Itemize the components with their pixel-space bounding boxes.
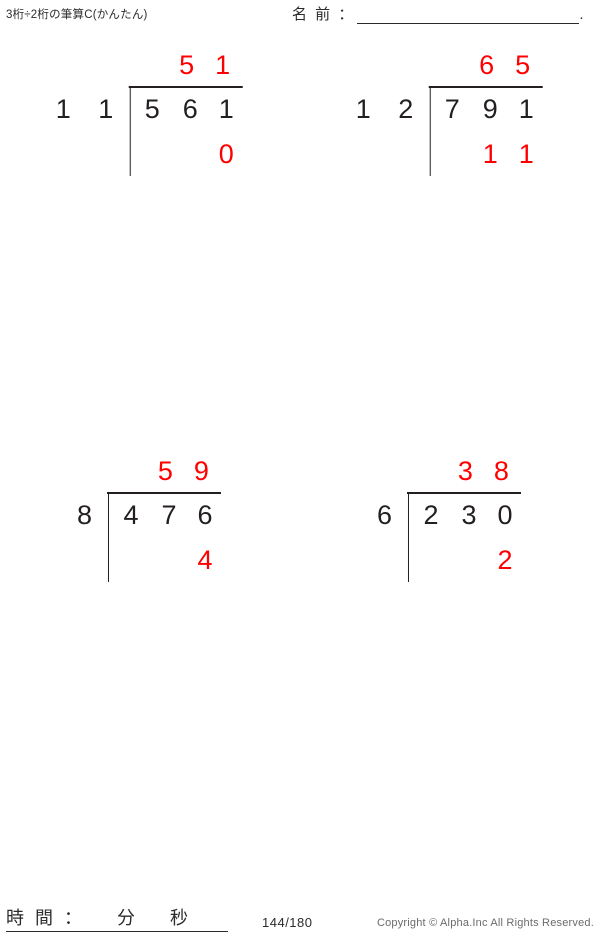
remainder-digit[interactable]: 2 [497,545,513,575]
remainder-row-2: 1 1 [432,132,544,176]
dividend-digit: 6 [197,500,213,530]
remainder-digit[interactable]: 1 [518,139,534,169]
quotient-digit[interactable]: 9 [193,456,209,486]
quotient-digit[interactable]: 3 [457,456,473,486]
remainder-digit[interactable] [172,132,208,176]
page-number: 144/180 [262,915,313,930]
quotient-digit[interactable]: 6 [479,50,495,80]
dividend-digit: 5 [144,94,160,124]
dividend-digit: 7 [161,500,177,530]
problems-grid: 1 1 5 1 5 6 1 0 [0,50,600,868]
problem-4: 6 3 8 2 3 0 2 [300,456,600,592]
long-division-figure: 8 5 9 4 7 6 4 [76,456,223,582]
quotient-digit[interactable]: 5 [515,50,531,80]
quotient-row-1: 5 1 [129,44,241,86]
remainder-row-4: 2 [411,538,523,582]
name-input-line[interactable] [357,7,580,24]
dividend-digit: 2 [423,500,439,530]
problem-3: 8 5 9 4 7 6 4 [0,456,300,592]
remainder-digit[interactable] [151,538,187,582]
name-field-period: . [579,6,584,23]
time-field[interactable]: 時 間 ： 分 秒 [6,904,228,932]
remainder-digit[interactable] [111,538,151,582]
division-bracket-3: 5 9 4 7 6 4 [107,456,223,582]
dividend-digit: 4 [123,500,139,530]
divisor-1: 1 1 [55,94,124,124]
quotient-digit[interactable] [407,450,447,492]
divisor-2: 1 2 [355,94,424,124]
dividend-digit: 0 [497,500,513,530]
remainder-digit[interactable] [451,538,487,582]
dividend-digit: 9 [482,94,498,124]
quotient-digit[interactable] [129,44,169,86]
problem-row-1: 1 1 5 1 5 6 1 0 [0,50,600,462]
quotient-row-4: 3 8 [407,450,519,492]
long-division-figure: 6 3 8 2 3 0 2 [376,456,523,582]
quotient-digit[interactable]: 1 [215,50,231,80]
divisor-3: 8 [76,500,103,530]
remainder-digit[interactable]: 0 [218,139,234,169]
problem-2: 1 2 6 5 7 9 1 1 1 [300,50,600,186]
dividend-row-3: 4 7 6 [111,492,223,538]
problem-row-2: 8 5 9 4 7 6 4 [0,456,600,868]
remainder-row-3: 4 [111,538,223,582]
name-field-block: 名 前 ： . [292,6,584,24]
problem-1: 1 1 5 1 5 6 1 0 [0,50,300,186]
dividend-digit: 1 [518,94,534,124]
sheet-header: 3桁÷2桁の筆算C(かんたん) 名 前 ： . [0,0,600,40]
dividend-digit: 1 [218,94,234,124]
remainder-digit[interactable]: 4 [197,545,213,575]
dividend-digit: 7 [444,94,460,124]
copyright-notice: Copyright © Alpha.Inc All Rights Reserve… [376,917,594,929]
quotient-digit[interactable] [107,450,147,492]
remainder-digit[interactable] [132,132,172,176]
remainder-digit[interactable] [432,132,472,176]
dividend-digit: 6 [182,94,198,124]
remainder-digit[interactable]: 1 [482,139,498,169]
quotient-digit[interactable]: 5 [157,456,173,486]
dividend-row-1: 5 6 1 [132,86,244,132]
division-bracket-2: 6 5 7 9 1 1 1 [428,50,544,176]
remainder-digit[interactable] [411,538,451,582]
dividend-row-4: 2 3 0 [411,492,523,538]
dividend-digit: 3 [461,500,477,530]
dividend-row-2: 7 9 1 [432,86,544,132]
page-title: 3桁÷2桁の筆算C(かんたん) [6,9,148,21]
quotient-digit[interactable]: 8 [493,456,509,486]
quotient-row-3: 5 9 [107,450,219,492]
divisor-4: 6 [376,500,403,530]
name-field-label: 名 前 ： [292,6,356,23]
division-bracket-1: 5 1 5 6 1 0 [128,50,244,176]
remainder-row-1: 0 [132,132,244,176]
quotient-row-2: 6 5 [429,44,541,86]
long-division-figure: 1 2 6 5 7 9 1 1 1 [355,50,545,176]
long-division-figure: 1 1 5 1 5 6 1 0 [55,50,245,176]
quotient-digit[interactable] [429,44,469,86]
division-bracket-4: 3 8 2 3 0 2 [407,456,523,582]
quotient-digit[interactable]: 5 [179,50,195,80]
sheet-footer: 時 間 ： 分 秒 144/180 Copyright © Alpha.Inc … [0,900,600,944]
